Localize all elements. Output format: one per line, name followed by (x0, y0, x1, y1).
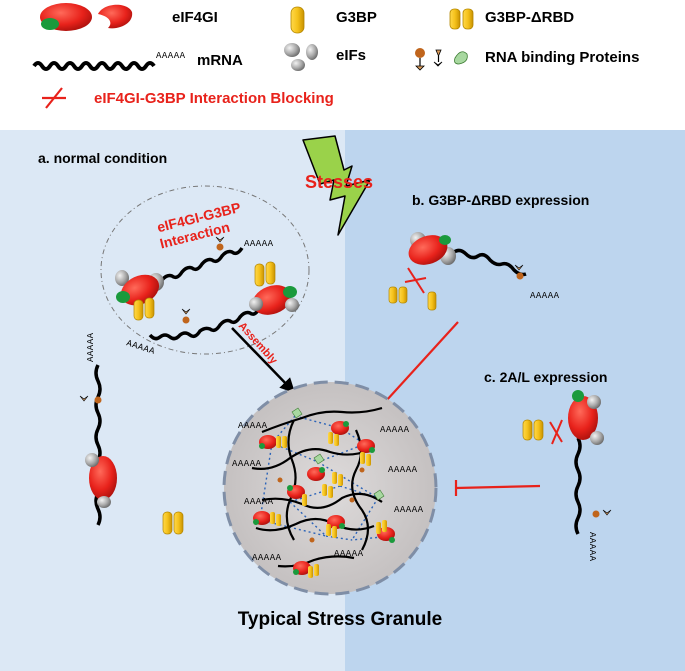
svg-text:AAAAA: AAAAA (334, 549, 364, 559)
lightning-bolt-icon (302, 135, 371, 236)
panel-b-label: b. G3BP-ΔRBD expression (412, 192, 589, 208)
legend-rbp-label: RNA binding Proteins (485, 49, 639, 66)
granule-complexes (253, 421, 395, 578)
legend: eIF4GI G3BP G3BP-ΔRBD AAAAA mRNA eIFs (32, 3, 639, 109)
mrna-complex-upper: AAAAA (115, 236, 274, 321)
stress-granule-title: Typical Stress Granule (238, 609, 443, 630)
svg-text:AAAAA: AAAAA (587, 532, 597, 562)
rna-binding-proteins-legend-icon (415, 48, 468, 71)
svg-text:AAAAA: AAAAA (380, 425, 410, 435)
svg-text:AAAAA: AAAAA (394, 505, 424, 515)
legend-eif4gi-label: eIF4GI (172, 9, 218, 26)
svg-text:AAAAA: AAAAA (238, 421, 268, 431)
eifs-legend-icon (284, 43, 318, 71)
stresses-label: Stesses (305, 172, 373, 192)
blocking-legend-icon (42, 87, 66, 109)
svg-text:AAAAA: AAAAA (86, 332, 96, 362)
panel-c-label: c. 2A/L expression (484, 369, 607, 385)
mrna-complex-lower: AAAAA (125, 261, 299, 357)
g3bp-legend-icon (290, 6, 305, 34)
interaction-zone-circle (100, 185, 310, 355)
panel-b-block-icon (404, 267, 427, 294)
svg-text:AAAAA: AAAAA (530, 291, 560, 301)
panel-c-inhibition-arrow (454, 480, 541, 496)
legend-blocking-label: eIF4GI-G3BP Interaction Blocking (94, 90, 334, 107)
granule-rbp-nodes (277, 407, 385, 543)
panel-b-complex: AAAAA (388, 232, 560, 311)
panel-c-block-icon (549, 419, 563, 445)
stress-granule: AAAAA AAAAA AAAAA AAAAA AAAAA AAAAA AAAA… (222, 380, 438, 596)
free-g3bp-left (162, 511, 184, 535)
g3bp-drbd-legend-icon (449, 8, 474, 30)
svg-text:AAAAA: AAAAA (244, 239, 274, 249)
legend-mrna-tail: AAAAA (156, 51, 186, 61)
svg-text:AAAAA: AAAAA (244, 497, 274, 507)
mrna-legend-icon (32, 61, 156, 71)
svg-text:AAAAA: AAAAA (232, 459, 262, 469)
free-mrna-left: AAAAA (79, 332, 117, 526)
legend-eifs-label: eIFs (336, 47, 366, 64)
svg-text:AAAAA: AAAAA (388, 465, 418, 475)
panel-c-complex: AAAAA (522, 390, 612, 562)
assembly-arrow (231, 327, 296, 394)
legend-g3bp-label: G3BP (336, 9, 377, 26)
right-panel-background (345, 130, 685, 671)
panel-a-label: a. normal condition (38, 150, 167, 166)
eif4gi-legend-icon (40, 3, 133, 31)
legend-mrna-label: mRNA (197, 52, 243, 69)
legend-g3bp-drbd-label: G3BP-ΔRBD (485, 9, 574, 26)
svg-text:AAAAA: AAAAA (252, 553, 282, 563)
